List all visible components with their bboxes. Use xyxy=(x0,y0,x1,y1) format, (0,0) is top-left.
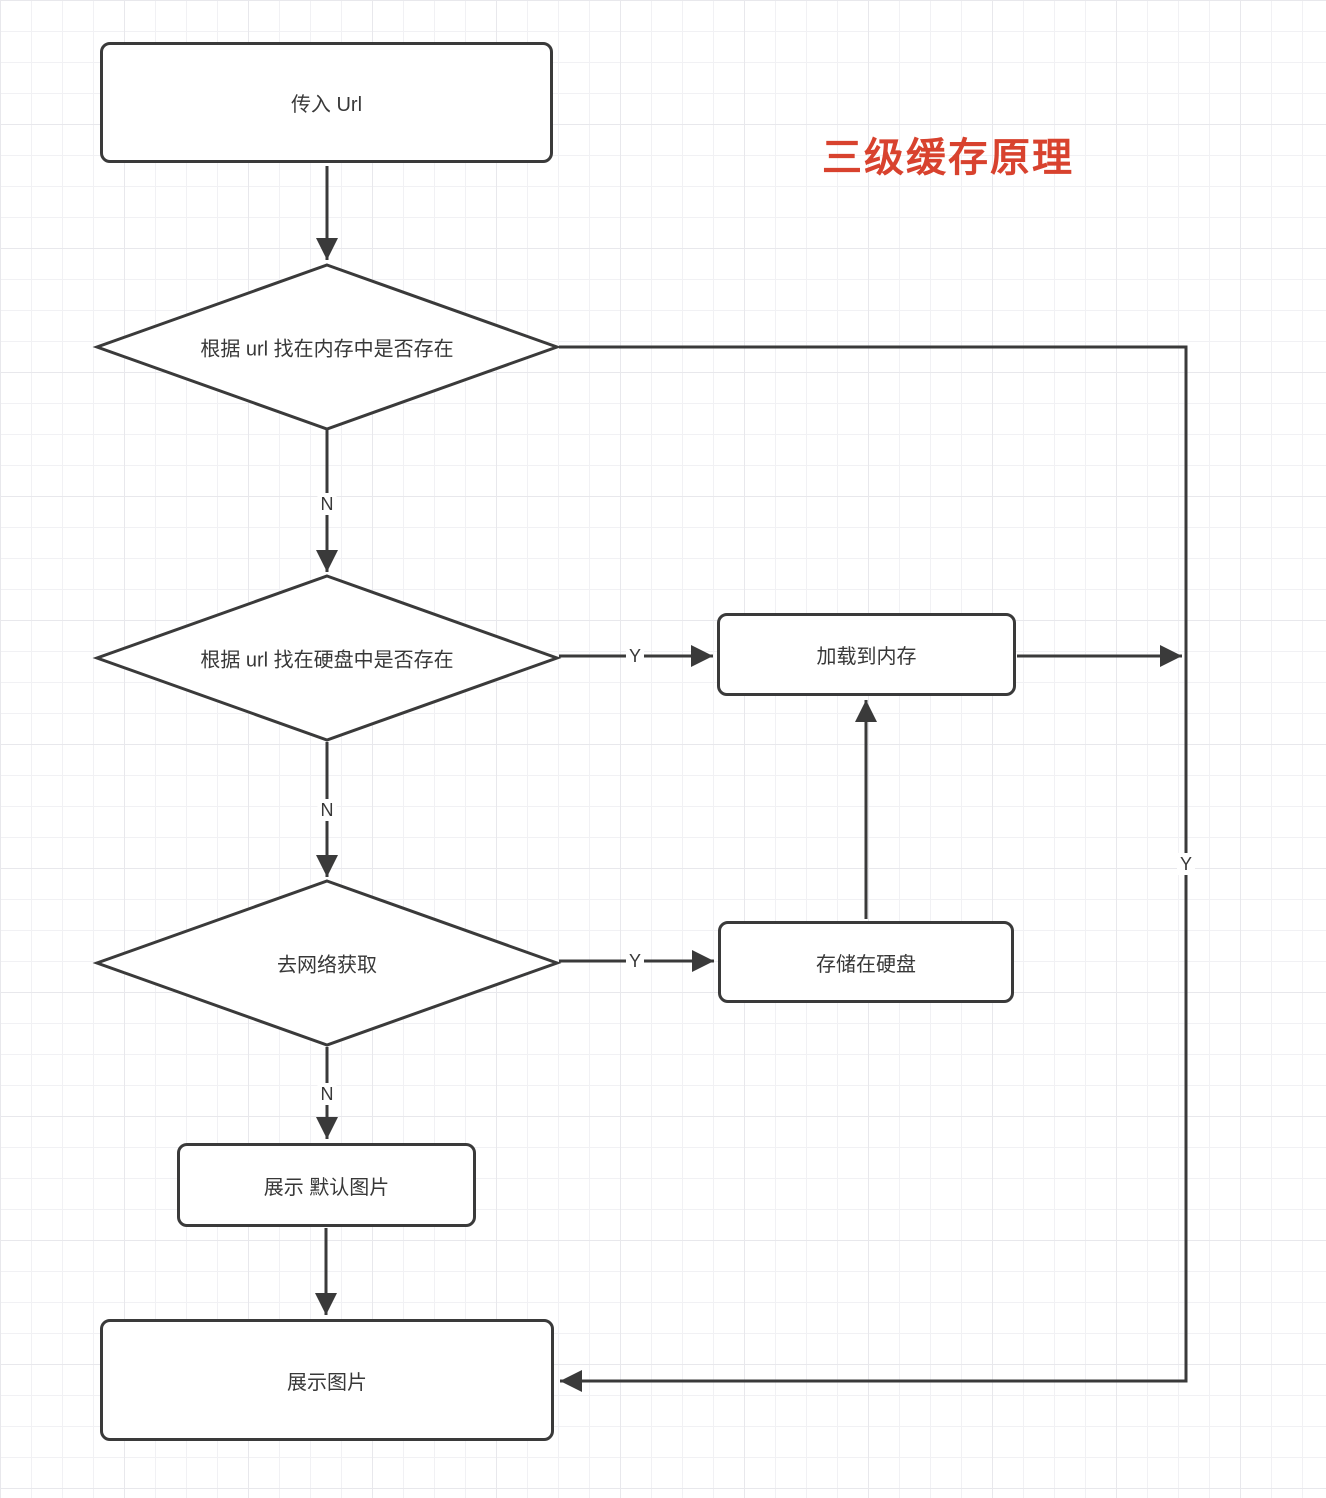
edge-check-memory-yes-to-show-image xyxy=(559,345,1188,1393)
decision-check-memory-label: 根据 url 找在内存中是否存在 xyxy=(200,338,454,361)
node-show-default-image: 展示 默认图片 xyxy=(177,1143,476,1227)
node-store-to-disk-label: 存储在硬盘 xyxy=(816,953,916,976)
decision-check-disk-shape xyxy=(92,574,562,742)
decision-fetch-network-shape xyxy=(92,879,562,1047)
edge-label-memory-no: N xyxy=(317,493,337,515)
node-show-image: 展示图片 xyxy=(100,1319,554,1441)
node-pass-url: 传入 Url xyxy=(100,42,553,163)
decision-fetch-network-label: 去网络获取 xyxy=(277,954,377,977)
node-show-default-image-label: 展示 默认图片 xyxy=(263,1176,390,1199)
node-store-to-disk: 存储在硬盘 xyxy=(718,921,1014,1003)
node-load-to-memory-label: 加载到内存 xyxy=(816,646,917,668)
diagram-title: 三级缓存原理 xyxy=(822,136,1074,180)
node-show-image-label: 展示图片 xyxy=(287,1371,367,1394)
node-pass-url-label: 传入 Url xyxy=(290,94,363,116)
edge-label-memory-yes: Y xyxy=(1176,853,1196,875)
node-load-to-memory: 加载到内存 xyxy=(717,613,1016,696)
decision-check-disk-label: 根据 url 找在硬盘中是否存在 xyxy=(200,649,454,672)
edge-label-disk-yes: Y xyxy=(625,645,645,667)
decision-check-memory-shape xyxy=(92,263,562,431)
edge-label-disk-no: N xyxy=(317,799,337,821)
edge-label-network-yes: Y xyxy=(625,950,645,972)
edge-label-network-no: N xyxy=(317,1083,337,1105)
